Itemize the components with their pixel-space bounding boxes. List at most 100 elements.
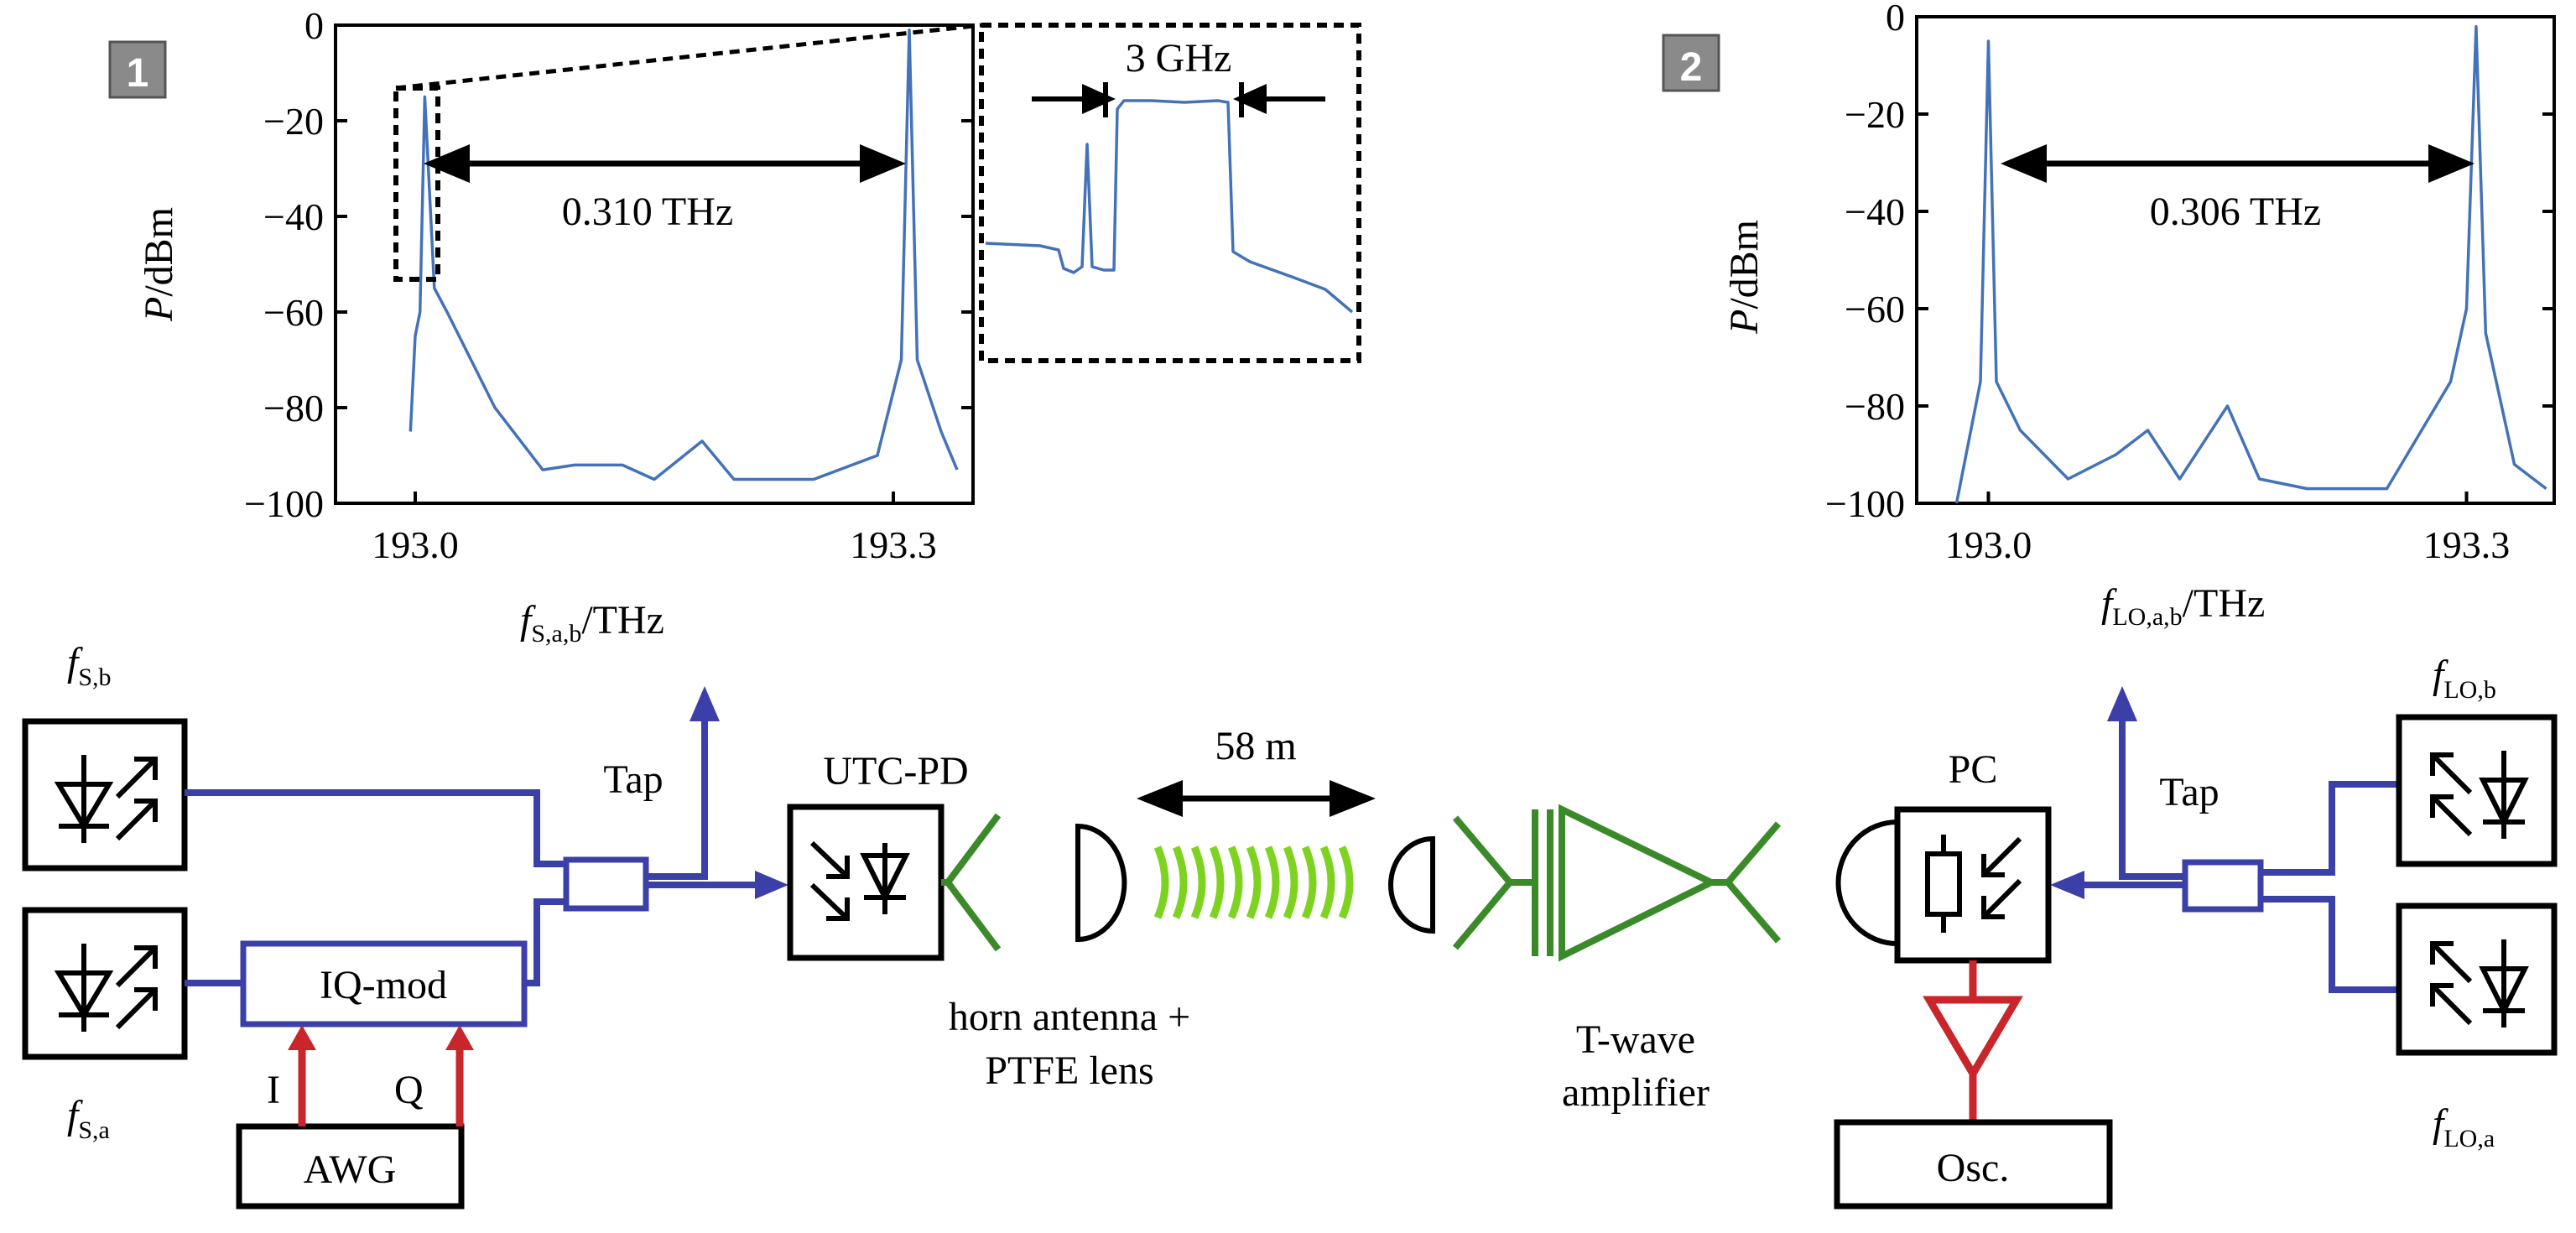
laser-lo-b — [2396, 714, 2558, 867]
fiber-s-b — [185, 789, 566, 867]
panel-2-x-ticks: 193.0 193.3 — [1945, 492, 2511, 566]
p2-y-tick-label: 0 — [1886, 0, 1905, 39]
panel-1-y-ticks: 0−20−40−60−80−100 — [244, 4, 973, 525]
panel-1-spectrum-trace — [409, 28, 959, 481]
thz-wavefront — [1172, 845, 1188, 919]
thz-wavefront — [1338, 845, 1354, 919]
p1-y-tick-label: −40 — [263, 195, 324, 238]
panel-1-inset: 3 GHz — [979, 23, 1361, 363]
utc-pd-box — [787, 804, 945, 961]
p2-y-tick-label: −60 — [1845, 288, 1905, 330]
horn-label-line2: PTFE lens — [985, 1048, 1153, 1093]
panel-2-spectrum-trace — [1954, 24, 2547, 504]
fiber-lo-b — [2261, 781, 2399, 876]
panel-1-spacing-label: 0.310 THz — [562, 190, 733, 234]
thz-wavefront — [1301, 845, 1317, 919]
laser-s-a — [22, 907, 188, 1060]
p1-y-tick-label: −80 — [263, 387, 324, 429]
tap-right-label: Tap — [2159, 770, 2219, 814]
panel-1-spacing-arrow — [424, 144, 906, 183]
panel-2-spacing-arrow — [2001, 144, 2475, 183]
p2-x-tick-label: 193.0 — [1945, 523, 2032, 566]
laser-lo-a-box — [2396, 903, 2558, 1056]
ptfe-lens-tx — [1075, 823, 1127, 943]
panel-1-inset-frame — [979, 23, 1361, 363]
panel-2-badge: 2 — [1680, 45, 1703, 90]
label-i: I — [267, 1068, 280, 1112]
panel-2-y-axis-label: P/dBm — [1722, 220, 1767, 335]
oscilloscope-box — [1834, 1119, 2113, 1210]
panel-2-plot-frame — [1915, 15, 2556, 505]
fiber-iq-out — [524, 898, 566, 986]
tap-right-branch — [2119, 720, 2185, 880]
tap-left-label: Tap — [603, 757, 663, 802]
awg-box — [236, 1123, 465, 1210]
label-f-lo-b: fLO,b — [2433, 653, 2496, 704]
panel-1-x-axis-label: fS,a,b/THz — [520, 598, 664, 648]
panel-1-inset-trace — [985, 99, 1354, 314]
electrical-amplifier — [1923, 996, 2023, 1081]
horn-label-line1: horn antenna + — [949, 995, 1190, 1039]
panel-1-x-ticks: 193.0 193.3 — [372, 492, 937, 566]
utc-pd-label: UTC-PD — [823, 749, 968, 793]
fiber-lo-a — [2261, 896, 2399, 993]
laser-lo-b-box — [2396, 714, 2558, 867]
label-f-lo-a: fLO,a — [2433, 1101, 2495, 1152]
thz-wavefront — [1283, 845, 1298, 919]
panel-2-spacing-label: 0.306 THz — [2150, 190, 2321, 234]
p1-y-tick-label: −60 — [263, 291, 324, 334]
panel-2-badge-box — [1662, 34, 1720, 92]
thz-wavefront — [1209, 845, 1225, 919]
panel-1-badge-box — [108, 40, 167, 99]
panel-1-y-axis-label: P/dBm — [137, 207, 181, 322]
thz-wavefront — [1153, 845, 1169, 919]
panel-1-plot-frame — [334, 23, 975, 505]
panel-2: 2 0 −20 −40 −60 −80 −100 193.0 193.3 P/dBm fLO… — [1662, 0, 2556, 631]
p1-x-tick-label: 193.3 — [850, 523, 937, 566]
laser-s-b — [22, 718, 188, 871]
amplifier-label-line2: amplifier — [1562, 1070, 1710, 1115]
label-f-s-b: fS,b — [67, 640, 112, 691]
p2-y-tick-label: −40 — [1845, 190, 1905, 233]
p1-y-tick-label: 0 — [304, 4, 324, 47]
p2-x-tick-label: 193.3 — [2423, 523, 2511, 566]
pc-box — [1894, 806, 2052, 964]
thz-wavefronts — [1153, 845, 1354, 919]
p1-y-tick-label: −100 — [244, 482, 324, 525]
thz-wavefront — [1190, 845, 1206, 919]
distance-label: 58 m — [1215, 724, 1296, 768]
panel-1-inset-bandwidth-label: 3 GHz — [1126, 36, 1232, 81]
p2-y-tick-label: −100 — [1825, 482, 1905, 525]
iq-modulator-label: IQ-mod — [320, 963, 447, 1007]
tap-right-box — [2182, 859, 2264, 913]
label-f-s-a: fS,a — [67, 1093, 110, 1144]
label-q: Q — [394, 1068, 424, 1112]
horn-antenna-rx — [1452, 815, 1515, 950]
horn-antenna-tx — [944, 813, 1002, 952]
panel-2-x-axis-label: fLO,a,b/THz — [2101, 581, 2265, 631]
laser-lo-a — [2396, 903, 2558, 1056]
receiver-lens — [1835, 819, 1900, 947]
p2-y-tick-label: −80 — [1845, 385, 1905, 428]
iq-modulator-box — [240, 940, 528, 1028]
panel-1-badge: 1 — [127, 51, 149, 96]
p1-x-tick-label: 193.0 — [372, 523, 459, 566]
thz-wavefront — [1227, 845, 1243, 919]
ptfe-lens-rx — [1388, 835, 1435, 934]
t-wave-amplifier — [1559, 804, 1720, 962]
horn-antenna-amp-out-a — [1725, 821, 1782, 885]
thz-wavefront — [1264, 845, 1280, 919]
tap-left-branch — [646, 720, 708, 880]
thz-wavefront — [1246, 845, 1262, 919]
horn-antenna-amp-out-b — [1725, 880, 1782, 944]
awg-label: AWG — [304, 1147, 397, 1192]
thz-wavefront — [1319, 845, 1335, 919]
panel-2-y-ticks: 0 −20 −40 −60 −80 −100 — [1825, 0, 2554, 525]
pc-label: PC — [1949, 747, 1998, 792]
oscilloscope-label: Osc. — [1937, 1146, 2010, 1190]
panel-1-zoom-box — [393, 86, 440, 282]
p2-y-tick-label: −20 — [1845, 93, 1905, 136]
